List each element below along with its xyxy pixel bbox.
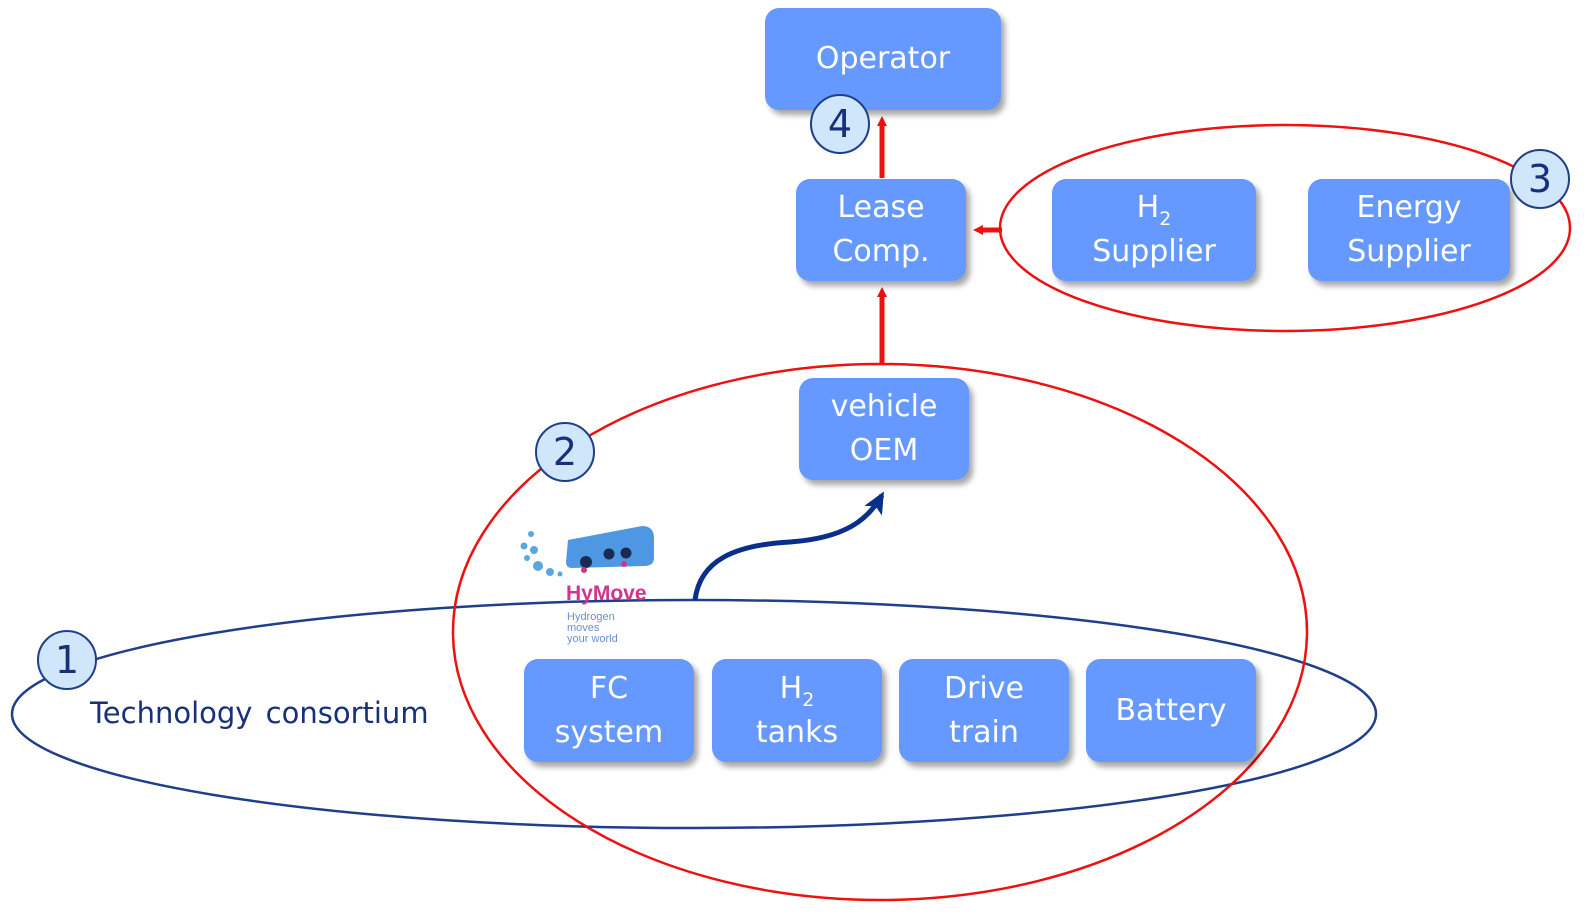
badge-3: 3 — [1510, 149, 1570, 209]
hymove-tagline: Hydrogen moves your world — [567, 612, 657, 645]
hymove-tagline-line2: moves — [567, 622, 600, 634]
vehicle-oem-line1: vehicle — [830, 389, 938, 424]
operator-box: Operator — [765, 8, 1001, 110]
energy-supplier-line2: Supplier — [1347, 234, 1471, 269]
battery-box: Battery — [1086, 659, 1256, 762]
lease-label-line2: Comp. — [832, 234, 930, 269]
h2-supplier-box: H2 Supplier — [1052, 179, 1256, 281]
drive-train-line2: train — [949, 714, 1019, 750]
vehicle-oem-box: vehicle OEM — [799, 378, 969, 480]
h2-supplier-symbol: H2 — [1136, 190, 1172, 230]
drive-train-line1: Drive — [944, 670, 1024, 706]
operator-label: Operator — [815, 41, 951, 76]
drive-train-box: Drive train — [899, 659, 1069, 762]
hymove-tagline-line1: Hydrogen — [567, 611, 615, 623]
hymove-title: HyMove — [566, 582, 647, 605]
h2-tanks-box: H2 tanks — [712, 659, 882, 762]
hymove-bus-icon — [520, 526, 654, 577]
badge-4: 4 — [810, 94, 870, 154]
hymove-logo: HyMove Hydrogen moves your world — [514, 520, 664, 652]
vehicle-oem-line2: OEM — [849, 433, 919, 468]
badge-2: 2 — [535, 422, 595, 482]
lease-company-box: Lease Comp. — [796, 179, 966, 281]
lease-label-line1: Lease — [837, 190, 925, 225]
energy-supplier-box: Energy Supplier — [1308, 179, 1510, 281]
fc-system-line1: FC — [589, 670, 629, 706]
hymove-tagline-line3: your world — [567, 633, 618, 645]
fc-system-box: FC system — [524, 659, 694, 762]
h2-tanks-symbol: H2 — [779, 670, 815, 711]
h2-supplier-label: Supplier — [1092, 234, 1216, 269]
battery-label: Battery — [1115, 692, 1227, 728]
h2-tanks-label: tanks — [755, 714, 839, 750]
badge-1: 1 — [37, 630, 97, 690]
arrow-consortium-to-oem — [692, 491, 885, 601]
technology-consortium-ellipse — [10, 598, 1378, 830]
fc-system-line2: system — [554, 714, 664, 750]
energy-supplier-line1: Energy — [1356, 190, 1462, 225]
technology-consortium-label: Technology consortium — [90, 696, 429, 730]
